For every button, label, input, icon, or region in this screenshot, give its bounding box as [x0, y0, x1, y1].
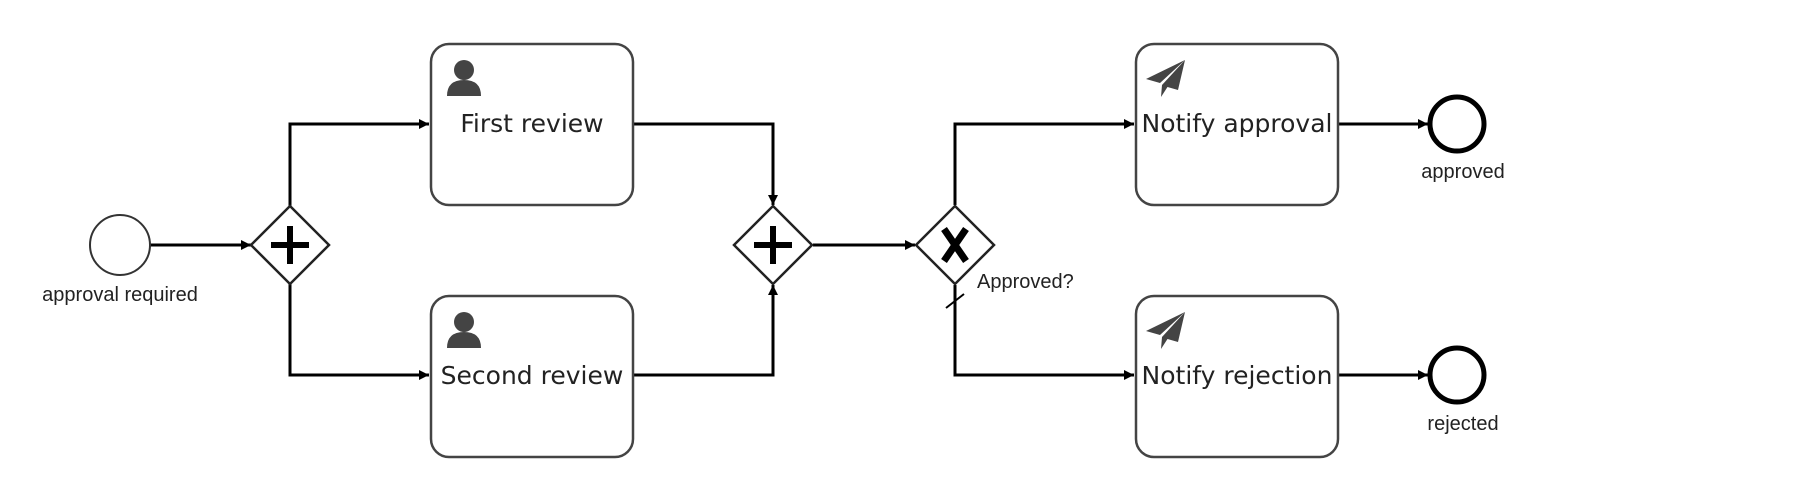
end-event-rejected[interactable]: [1427, 345, 1487, 405]
task-label: Notify approval: [1142, 109, 1333, 138]
parallel-join-gateway[interactable]: [732, 204, 814, 286]
end-event-rejected-label: rejected: [1427, 413, 1498, 435]
x-icon: [941, 227, 969, 263]
decision-gateway-label: Approved?: [977, 271, 1074, 293]
paper-plane-icon: [1146, 60, 1185, 97]
user-icon: [447, 60, 481, 96]
flow-decision-to-notify-approval[interactable]: [953, 119, 1134, 205]
task-notify-approval[interactable]: Notify approval: [1134, 42, 1340, 207]
end-event-approved[interactable]: [1427, 94, 1487, 154]
default-flow-marker: [945, 293, 965, 309]
start-event[interactable]: [89, 214, 151, 276]
task-second-review[interactable]: Second review: [429, 294, 635, 459]
task-label: Notify rejection: [1142, 361, 1333, 390]
start-event-label: approval required: [42, 284, 198, 306]
plus-icon: [754, 226, 792, 264]
task-notify-rejection[interactable]: Notify rejection: [1134, 294, 1340, 459]
paper-plane-icon: [1146, 312, 1185, 349]
flow-split-to-second-review[interactable]: [288, 284, 429, 380]
task-label: First review: [460, 109, 603, 138]
flow-second-review-to-join[interactable]: [633, 285, 778, 377]
task-label: Second review: [441, 361, 624, 390]
end-event-approved-label: approved: [1421, 161, 1504, 183]
flow-first-review-to-join[interactable]: [633, 122, 778, 205]
task-first-review[interactable]: First review: [429, 42, 635, 207]
plus-icon: [271, 226, 309, 264]
parallel-split-gateway[interactable]: [249, 204, 331, 286]
exclusive-decision-gateway[interactable]: [914, 204, 996, 286]
user-icon: [447, 312, 481, 348]
flow-decision-to-notify-rejection[interactable]: [953, 285, 1134, 380]
flow-split-to-first-review[interactable]: [288, 119, 429, 206]
